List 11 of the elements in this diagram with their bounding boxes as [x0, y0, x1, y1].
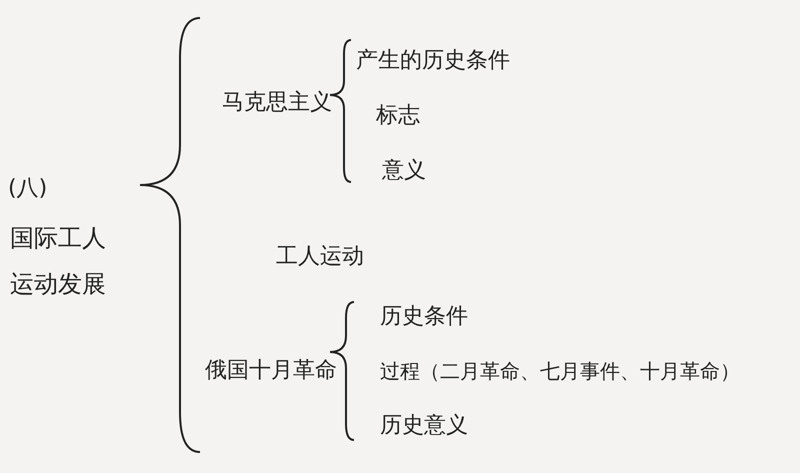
branch-text: 过程（二月革命、七月事件、十月革命） — [380, 358, 740, 385]
branch-text: 俄国十月革命 — [205, 357, 337, 385]
branch-text: 工人运动 — [276, 243, 364, 271]
branch-text: 产生的历史条件 — [356, 47, 510, 75]
branch-text: 历史条件 — [380, 303, 468, 331]
branch-text: 标志 — [376, 102, 420, 130]
branch-text: 意义 — [382, 157, 426, 185]
branch-text: 历史意义 — [380, 412, 468, 440]
topic-text: (八) — [8, 175, 48, 203]
branch-text: 马克思主义 — [222, 89, 332, 117]
topic-text: 国际工人运动发展 — [10, 223, 106, 300]
